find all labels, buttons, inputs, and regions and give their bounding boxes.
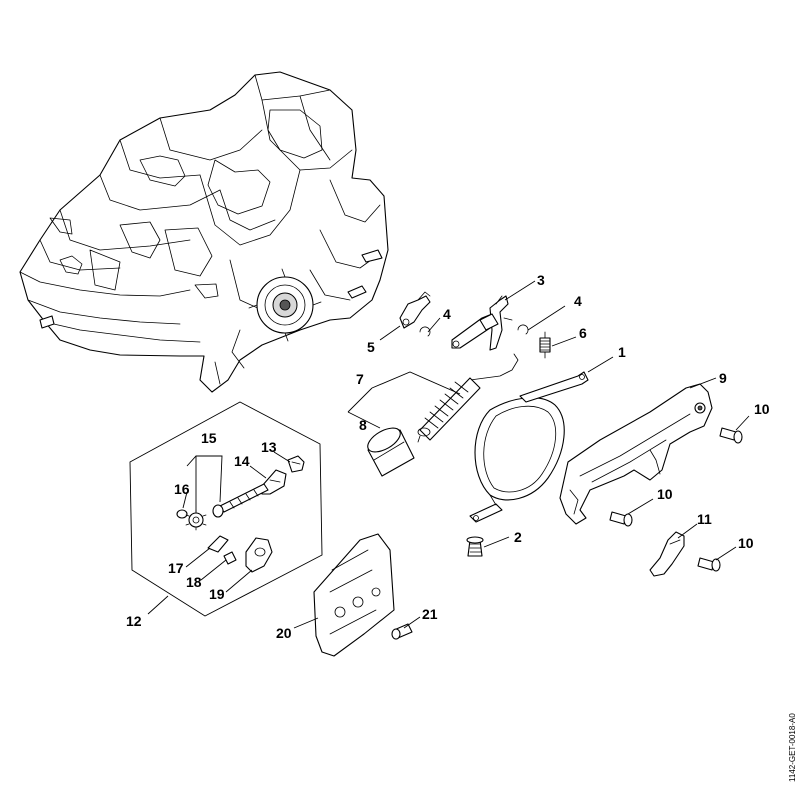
callout-labels: 1 2 3 4 4 5 6 7 8 9 10 10 10 11 12 13 14… bbox=[126, 272, 770, 641]
callout-13: 13 bbox=[261, 439, 277, 455]
part-17-plate bbox=[207, 535, 229, 553]
part-19-bracket bbox=[245, 537, 273, 573]
engine-housing-illustration bbox=[19, 71, 389, 393]
callout-2: 2 bbox=[514, 529, 522, 545]
callout-20: 20 bbox=[276, 625, 292, 641]
callout-4-left: 4 bbox=[443, 306, 451, 322]
callout-14: 14 bbox=[234, 453, 250, 469]
part-4-clip-right bbox=[517, 324, 529, 335]
part-9-guard bbox=[559, 383, 713, 525]
part-10-screw-bottom bbox=[697, 557, 721, 572]
part-11-chain-catcher bbox=[649, 531, 685, 577]
callout-16: 16 bbox=[174, 481, 190, 497]
callout-8: 8 bbox=[359, 417, 367, 433]
callout-18: 18 bbox=[186, 574, 202, 590]
part-2-screw bbox=[466, 536, 484, 557]
callout-17: 17 bbox=[168, 560, 184, 576]
part-7-brake-spring bbox=[417, 353, 519, 443]
part-8-sleeve bbox=[367, 427, 415, 477]
callout-1: 1 bbox=[618, 344, 626, 360]
callout-10-mid: 10 bbox=[657, 486, 673, 502]
part-16-washer bbox=[176, 509, 188, 519]
part-1-brake-band bbox=[469, 371, 589, 523]
reference-code: 1142-GET-0018-A0 bbox=[788, 713, 797, 782]
callout-10-top: 10 bbox=[754, 401, 770, 417]
part-15-adjusting-screw bbox=[212, 483, 269, 518]
callout-19: 19 bbox=[209, 586, 225, 602]
part-10-screw-top bbox=[719, 427, 743, 444]
part-5-lever bbox=[399, 291, 431, 329]
part-18-screw bbox=[223, 551, 237, 565]
callout-3: 3 bbox=[537, 272, 545, 288]
callout-4-right: 4 bbox=[574, 293, 582, 309]
part-14-bracket bbox=[261, 469, 287, 495]
callout-12: 12 bbox=[126, 613, 142, 629]
kit-12-outline bbox=[129, 401, 323, 617]
leader-lines bbox=[147, 280, 750, 629]
callout-21: 21 bbox=[422, 606, 438, 622]
callout-15: 15 bbox=[201, 430, 217, 446]
callout-5: 5 bbox=[367, 339, 375, 355]
callout-10-bottom: 10 bbox=[738, 535, 754, 551]
callout-9: 9 bbox=[719, 370, 727, 386]
part-6-spring bbox=[539, 331, 551, 359]
part-13-clip bbox=[287, 455, 305, 473]
callout-6: 6 bbox=[579, 325, 587, 341]
callout-7: 7 bbox=[356, 371, 364, 387]
part-4-clip-left bbox=[419, 326, 431, 337]
part-15-gear bbox=[185, 509, 207, 531]
part-10-screw-mid bbox=[609, 511, 633, 527]
part-20-cover-plate bbox=[313, 533, 395, 657]
part-21-screw bbox=[391, 623, 413, 640]
callout-11: 11 bbox=[697, 511, 712, 527]
part-3-brake-lever bbox=[451, 295, 513, 351]
